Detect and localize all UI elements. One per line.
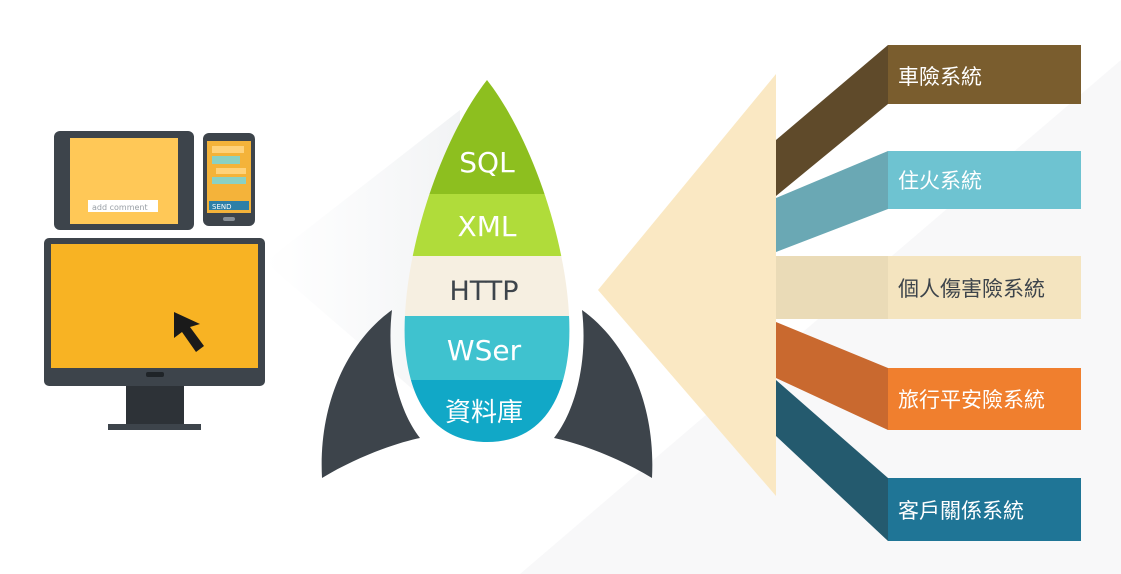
connector-fan — [598, 74, 776, 496]
rocket-layer-wser-band — [404, 316, 570, 380]
rocket-body — [404, 80, 570, 442]
tablet-comment-placeholder: add comment — [92, 203, 148, 212]
system-box-personal-injury — [888, 256, 1081, 319]
rocket-layer-http-band — [404, 256, 570, 316]
monitor-stand — [126, 386, 184, 428]
system-ribbon-fire — [776, 151, 888, 252]
rocket-layer-http: HTTP — [449, 276, 518, 307]
system-ribbon-crm — [776, 380, 888, 541]
phone-device: SEND — [203, 133, 255, 226]
rocket-group: SQL XML HTTP WSer 資料庫 — [321, 80, 653, 478]
rocket-layer-xml: XML — [458, 210, 517, 243]
system-box-auto — [888, 45, 1081, 104]
system-label-crm: 客戶關係系統 — [898, 499, 1024, 523]
rocket-right-fin — [554, 310, 653, 478]
system-ribbon-travel — [776, 322, 888, 430]
system-label-personal-injury: 個人傷害險系統 — [898, 277, 1045, 301]
monitor-device — [44, 238, 265, 430]
system-ribbon-personal-injury — [776, 256, 888, 319]
rocket-left-fin — [321, 310, 420, 478]
systems-group: 車險系統 住火系統 個人傷害險系統 旅行平安險系統 客戶關係系統 — [776, 45, 1081, 541]
system-box-fire — [888, 151, 1081, 209]
rocket-layer-xml-band — [404, 194, 570, 256]
tablet-device: add comment — [54, 131, 194, 230]
phone-send-label: SEND — [212, 203, 232, 211]
system-label-travel: 旅行平安險系統 — [898, 388, 1045, 412]
system-ribbon-auto — [776, 45, 888, 196]
monitor-screen — [51, 244, 258, 368]
tablet-comment-field — [88, 200, 158, 212]
rocket-layer-wser: WSer — [447, 334, 522, 367]
system-label-auto: 車險系統 — [898, 65, 982, 89]
system-box-travel — [888, 368, 1081, 430]
phone-send-button — [209, 201, 249, 210]
system-box-crm — [888, 478, 1081, 541]
rocket-layer-database: 資料庫 — [445, 398, 523, 428]
monitor-base — [108, 424, 201, 430]
devices-group: add comment SEND — [44, 131, 265, 430]
cursor-icon — [174, 312, 204, 352]
system-label-fire: 住火系統 — [898, 169, 982, 193]
rocket-layer-sql: SQL — [459, 146, 515, 179]
